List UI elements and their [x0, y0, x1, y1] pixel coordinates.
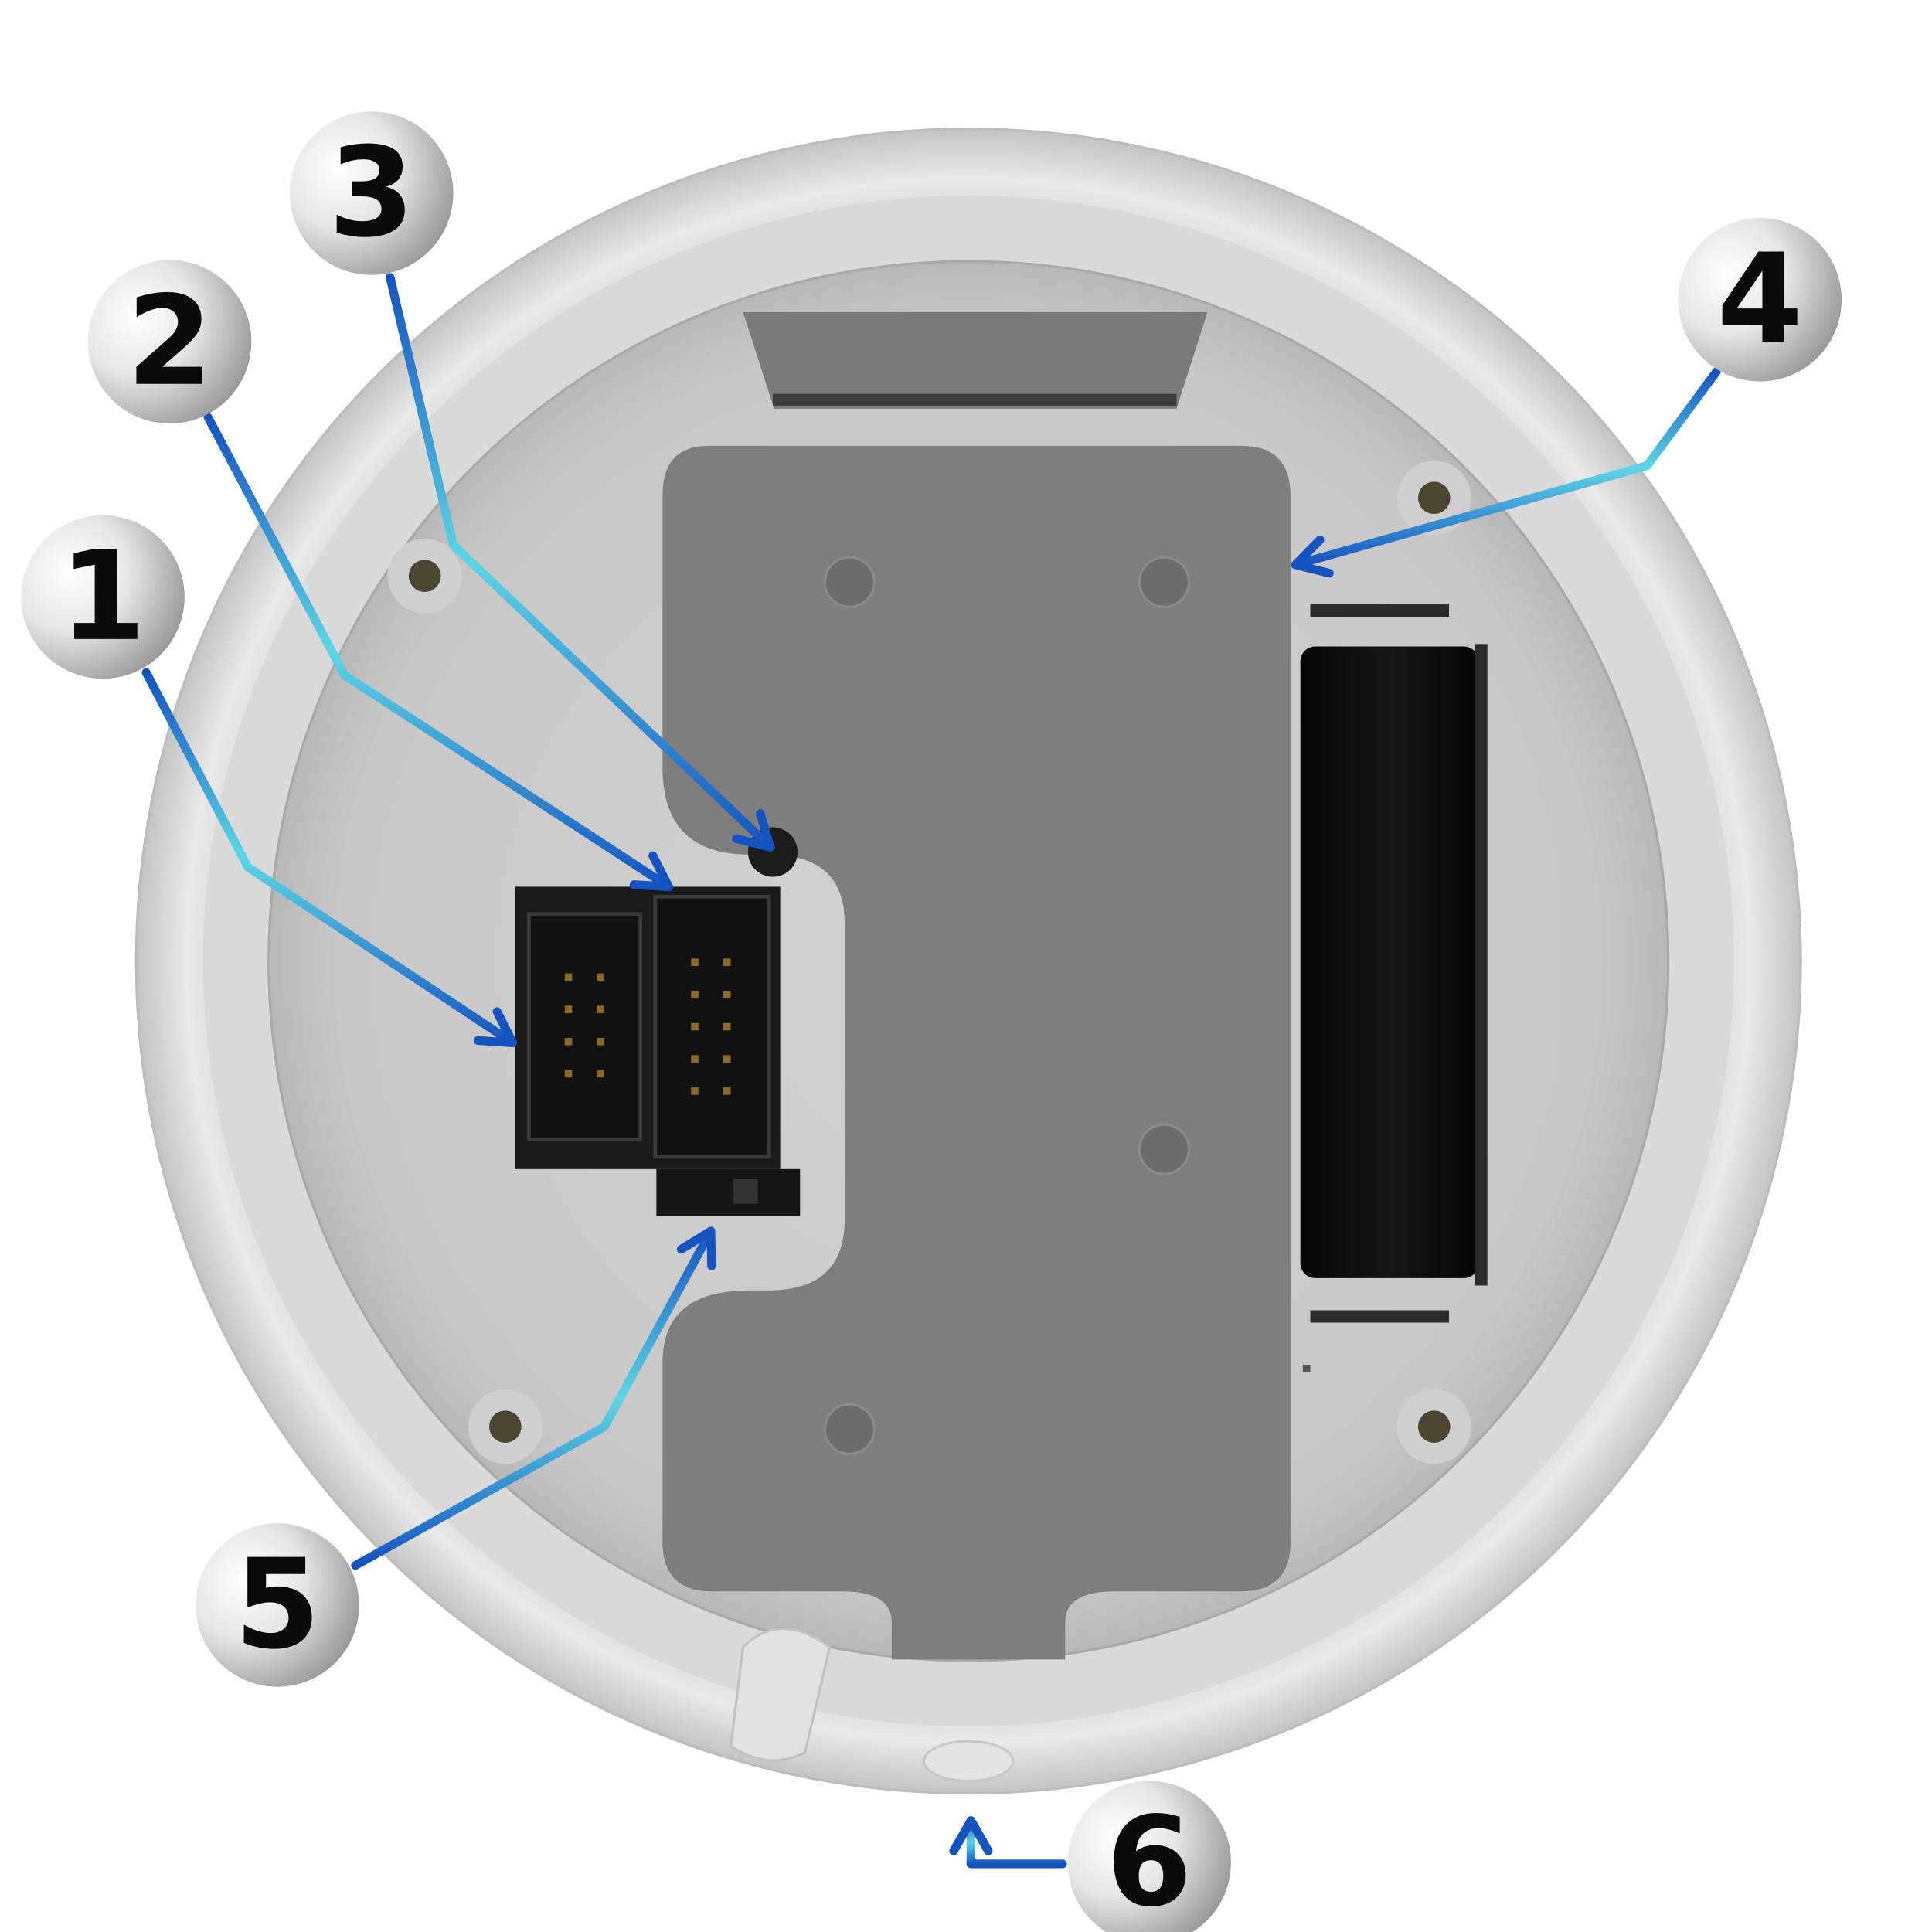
callout-5-label: 5	[234, 1532, 321, 1676]
callout-1: 1	[21, 515, 185, 679]
leader-3	[386, 273, 775, 852]
bottom-clip	[729, 1627, 832, 1762]
device-body	[134, 128, 1802, 1795]
bottom-port	[922, 1740, 1015, 1783]
leader-4	[1291, 367, 1721, 578]
plate-holes	[823, 556, 1191, 1456]
top-notch-shadow	[773, 393, 1177, 406]
callout-6: 6	[1067, 1781, 1231, 1932]
top-notch	[743, 311, 1208, 409]
switch-5	[656, 1168, 801, 1216]
leader-5	[351, 1226, 716, 1570]
callout-3: 3	[290, 111, 454, 275]
callout-3-label: 3	[328, 120, 415, 264]
callout-2-label: 2	[127, 269, 213, 413]
callout-1-label: 1	[60, 524, 146, 668]
battery-pack	[1300, 604, 1488, 1372]
leader-6	[949, 1816, 1067, 1869]
connector-2	[653, 894, 771, 1159]
callout-6-label: 6	[1106, 1790, 1192, 1932]
callout-4-label: 4	[1716, 226, 1803, 371]
back-plate	[662, 445, 1291, 1660]
callout-5: 5	[196, 1523, 359, 1687]
leader-1	[141, 668, 518, 1047]
leader-2	[203, 413, 673, 892]
callout-4: 4	[1678, 218, 1842, 382]
callout-2: 2	[87, 260, 252, 424]
leader-lines	[141, 273, 1721, 1869]
connector-1	[526, 912, 642, 1141]
connector-block	[515, 886, 801, 1216]
